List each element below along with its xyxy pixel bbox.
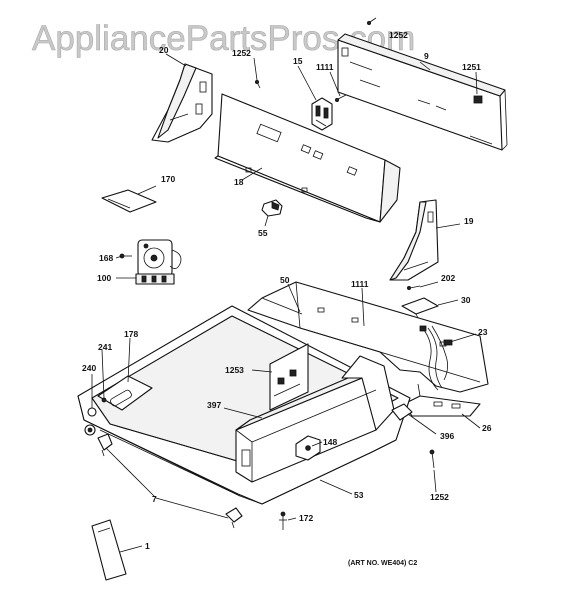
part-396-clip[interactable] [391, 403, 413, 421]
part-1252-screw-bottom[interactable] [429, 449, 435, 469]
art-number-note: (ART NO. WE404) C2 [348, 560, 417, 567]
label-100: 100 [97, 273, 111, 283]
part-15-switch[interactable] [311, 97, 333, 131]
part-20-endcap-left[interactable] [151, 63, 213, 143]
label-1251: 1251 [462, 62, 481, 72]
part-50-support-bracket[interactable] [247, 281, 489, 393]
label-7: 7 [152, 494, 157, 504]
label-1252-bottom: 1252 [430, 492, 449, 502]
part-1111-screw-top[interactable] [334, 94, 347, 103]
label-26: 26 [482, 423, 492, 433]
part-172-screw[interactable] [279, 511, 287, 530]
label-50: 50 [280, 275, 290, 285]
part-19-endcap-right[interactable] [389, 199, 439, 281]
part-168-screw[interactable] [119, 253, 132, 259]
part-18-control-panel[interactable] [214, 93, 401, 223]
part-7-foot-left[interactable] [97, 433, 113, 457]
label-15: 15 [293, 56, 303, 66]
part-1252-screw-top-right[interactable] [366, 17, 377, 25]
label-202: 202 [441, 273, 455, 283]
part-240-foot[interactable] [87, 407, 97, 417]
label-20: 20 [159, 45, 169, 55]
label-241: 241 [98, 342, 112, 352]
part-170-label-card[interactable] [101, 189, 157, 213]
part-1252-screw-top[interactable] [254, 80, 261, 89]
label-23: 23 [478, 327, 488, 337]
part-240-foot-front[interactable] [84, 424, 96, 436]
label-396: 396 [440, 431, 454, 441]
label-1252-top-right: 1252 [389, 30, 408, 40]
label-55: 55 [258, 228, 268, 238]
label-53: 53 [354, 490, 364, 500]
part-1253-control-board[interactable] [269, 343, 309, 411]
part-9-rear-panel[interactable] [337, 33, 508, 151]
label-1253: 1253 [225, 365, 244, 375]
part-100-motor-assembly[interactable] [135, 239, 182, 285]
label-172: 172 [299, 513, 313, 523]
callout-labels: 20 1252 15 1111 1252 9 1251 170 18 55 19… [82, 30, 492, 551]
label-178: 178 [124, 329, 138, 339]
label-148: 148 [323, 437, 337, 447]
label-240: 240 [82, 363, 96, 373]
leader-lines [91, 53, 481, 553]
label-9: 9 [424, 51, 429, 61]
label-1111-mid: 1111 [351, 279, 369, 289]
part-1-manual[interactable] [91, 519, 127, 581]
part-7-foot-right[interactable] [225, 507, 243, 529]
part-26-bracket[interactable] [403, 383, 481, 417]
part-397-housing[interactable] [235, 355, 395, 483]
part-30-plate[interactable] [401, 297, 439, 319]
label-19: 19 [464, 216, 474, 226]
part-241-screw[interactable] [101, 397, 107, 403]
label-170: 170 [161, 174, 175, 184]
part-55-knob[interactable] [261, 199, 283, 217]
part-202-screw[interactable] [406, 285, 421, 290]
part-23-wire-harness[interactable] [419, 325, 453, 391]
label-18: 18 [234, 177, 244, 187]
label-397: 397 [207, 400, 221, 410]
label-168: 168 [99, 253, 113, 263]
part-148-component[interactable] [295, 435, 321, 461]
label-1252-top: 1252 [232, 48, 251, 58]
label-30: 30 [461, 295, 471, 305]
label-1: 1 [145, 541, 150, 551]
label-1111-top: 1111 [316, 62, 334, 72]
part-178-hinge-plate[interactable] [97, 375, 153, 411]
part-1251-clip[interactable] [473, 95, 483, 104]
